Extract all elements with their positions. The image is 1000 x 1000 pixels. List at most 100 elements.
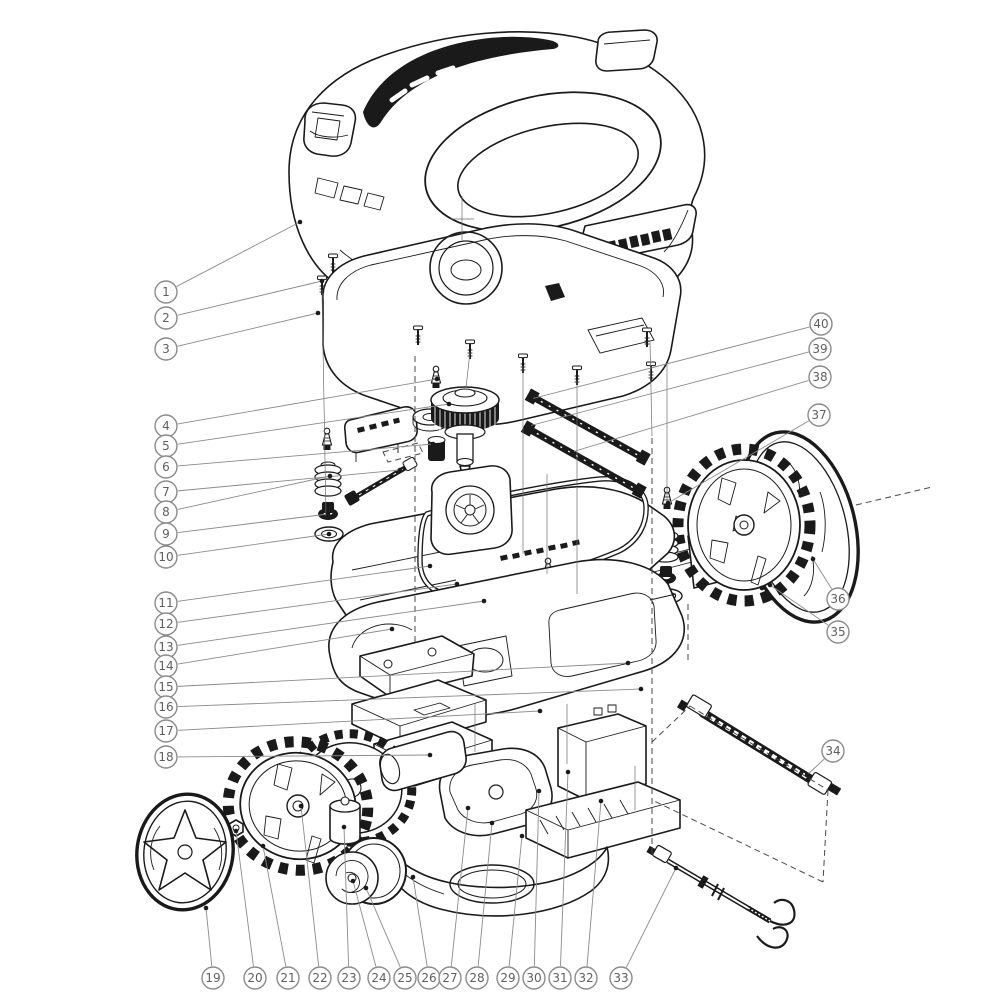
callout-circle — [154, 337, 178, 361]
callout-leader-line — [177, 710, 541, 731]
callout-12: 12 — [154, 581, 460, 636]
pcb-edge-components — [499, 539, 580, 561]
callout-leader-line — [177, 378, 438, 425]
callout-target-dot — [625, 660, 631, 666]
callout-leader-line — [769, 584, 829, 626]
callout-leader-line — [177, 754, 431, 758]
callout-number: 7 — [162, 485, 170, 499]
callout-target-dot — [767, 582, 773, 588]
callout-leader-line — [177, 513, 329, 533]
top-display-band — [363, 36, 559, 128]
callout-circle — [154, 545, 178, 569]
callout-33: 33 — [609, 865, 679, 990]
callout-circle — [438, 966, 462, 990]
callout-leader-line — [365, 887, 401, 968]
callout-number: 2 — [162, 311, 170, 325]
callout-circle — [154, 695, 178, 719]
callout-6: 6 — [154, 441, 436, 479]
callout-number: 16 — [158, 700, 173, 714]
callout-leader-line — [177, 600, 485, 646]
circuit-board — [343, 406, 424, 463]
callout-34: 34 — [804, 739, 845, 778]
callout-2: 2 — [154, 278, 325, 330]
callout-circle — [154, 719, 178, 743]
left-spike-wheel — [222, 736, 374, 876]
callout-number: 30 — [526, 971, 541, 985]
callout-32: 32 — [574, 798, 604, 990]
callout-target-dot — [465, 805, 471, 811]
callout-number: 34 — [825, 744, 840, 758]
spacer-cylinder — [329, 796, 361, 845]
callout-circle — [201, 966, 225, 990]
callout-circle — [609, 966, 633, 990]
callout-number: 23 — [341, 971, 356, 985]
callout-number: 38 — [812, 370, 827, 384]
callout-1: 1 — [154, 219, 303, 304]
callout-3: 3 — [154, 310, 321, 361]
callout-circle — [393, 966, 417, 990]
callout-37: 37 — [665, 403, 831, 506]
callout-19: 19 — [201, 905, 225, 990]
callout-16: 16 — [154, 686, 644, 719]
callout-leader-line — [812, 558, 833, 590]
callout-leader-line — [177, 565, 431, 602]
callout-number: 40 — [813, 317, 828, 331]
callout-target-dot — [565, 769, 571, 775]
callout-23: 23 — [337, 824, 361, 990]
callout-39: 39 — [526, 337, 832, 429]
callout-target-dot — [489, 820, 495, 826]
callout-target-dot — [598, 798, 604, 804]
callout-40: 40 — [528, 312, 833, 402]
callout-leader-line — [533, 790, 540, 967]
callout-target-dot — [526, 423, 532, 429]
callout-target-dot — [315, 310, 321, 316]
callout-18: 18 — [154, 745, 433, 769]
callout-7: 7 — [154, 467, 403, 504]
rear-stop-button — [595, 29, 658, 72]
chassis-gasket — [417, 476, 649, 597]
callout-36: 36 — [810, 556, 850, 611]
callout-leader-line — [177, 280, 323, 316]
callout-leader-line — [528, 351, 809, 427]
callout-target-dot — [427, 752, 433, 758]
callout-leader-line — [235, 830, 254, 967]
callout-35: 35 — [767, 582, 850, 644]
callout-target-dot — [536, 788, 542, 794]
axle-tube — [379, 730, 467, 792]
callout-number: 31 — [552, 971, 567, 985]
callout-target-dot — [363, 885, 369, 891]
callout-target-dot — [397, 467, 403, 473]
callout-leader-line — [412, 876, 428, 967]
callout-17: 17 — [154, 708, 543, 743]
callout-leader-line — [508, 835, 523, 967]
callout-circle — [465, 966, 489, 990]
callout-target-dot — [430, 441, 436, 447]
callout-circle — [522, 966, 546, 990]
callout-9: 9 — [154, 511, 331, 546]
callout-target-dot — [298, 803, 304, 809]
callout-target-dot — [297, 219, 303, 225]
callout-number: 4 — [162, 419, 170, 433]
callout-number: 3 — [162, 342, 170, 356]
callout-circle — [548, 966, 572, 990]
callout-leader-line — [177, 583, 458, 623]
callout-target-dot — [325, 511, 331, 517]
callout-leader-line — [205, 907, 213, 967]
callout-leader-line — [177, 533, 330, 556]
callout-leader-line — [177, 662, 629, 687]
callout-circle — [367, 966, 391, 990]
callout-target-dot — [665, 500, 671, 506]
brand-logo-marks — [596, 228, 673, 256]
callout-number: 9 — [162, 527, 170, 541]
callout-leader-line — [450, 807, 469, 967]
callout-number: 1 — [162, 285, 170, 299]
callout-28: 28 — [465, 820, 495, 990]
callout-11: 11 — [154, 563, 433, 615]
callout-number: 26 — [421, 971, 436, 985]
callout-circle — [276, 966, 300, 990]
callout-leader-line — [177, 403, 450, 445]
callout-number: 12 — [158, 617, 173, 631]
callout-number: 6 — [162, 460, 170, 474]
callout-leader-line — [177, 628, 393, 665]
callout-leader-line — [300, 805, 320, 967]
